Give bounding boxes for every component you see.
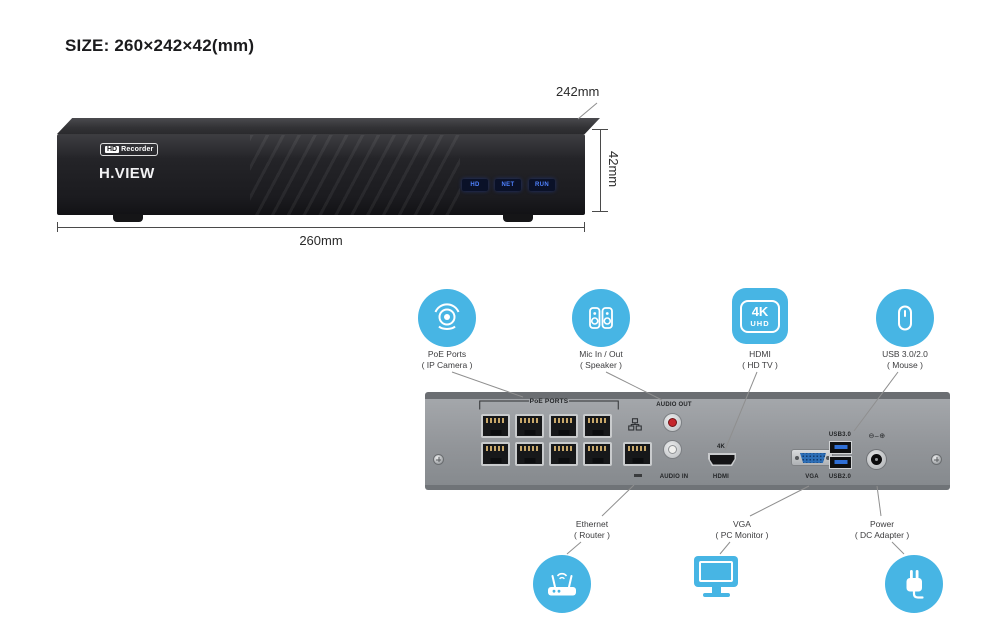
callout-usb-title: USB 3.0/2.0 — [882, 349, 928, 359]
poe-ports-bracket: PoE PORTS — [479, 398, 619, 410]
poe-port-7 — [549, 442, 578, 466]
callout-ethernet-subtitle: ( Router ) — [574, 530, 610, 540]
lan-network-icon — [628, 418, 642, 436]
poe-ports-label: PoE PORTS — [529, 398, 569, 405]
callout-vga-title: VGA — [733, 519, 751, 529]
hdmi-port — [708, 453, 736, 466]
audio-in-jack — [663, 440, 682, 459]
brushed-texture — [250, 135, 460, 215]
nvr-front-view: HD Recorder H.VIEW HD NET RUN — [55, 112, 605, 234]
4k-port-label: 4K — [716, 444, 726, 450]
poe-port-2 — [515, 414, 544, 438]
power-adapter-icon — [885, 555, 943, 613]
nvr-rear-view: PoE PORTS AUDIO OUT AUDIO IN 4K — [425, 392, 950, 490]
audio-in-label: AUDIO IN — [659, 474, 689, 480]
ground-screw-left-icon — [433, 454, 444, 465]
ethernet-port — [623, 442, 652, 466]
vga-port — [791, 449, 833, 466]
poe-port-1 — [481, 414, 510, 438]
monitor-icon — [694, 556, 738, 600]
ethernet-mark — [634, 474, 642, 477]
callout-ethernet-title: Ethernet — [575, 519, 609, 529]
device-foot-left — [113, 214, 143, 222]
audio-out-jack — [663, 413, 682, 432]
4k-uhd-frame: 4K UHD — [740, 299, 780, 333]
dim-height-line — [600, 129, 601, 212]
ground-screw-right-icon — [931, 454, 942, 465]
poe-port-3 — [549, 414, 578, 438]
callout-vga-subtitle: ( PC Monitor ) — [715, 530, 769, 540]
dc-power-jack — [866, 449, 887, 470]
4k-uhd-text-2: UHD — [750, 318, 770, 328]
badge-recorder-text: Recorder — [121, 146, 154, 153]
led-net: NET — [495, 179, 521, 191]
usb2-label: USB2.0 — [828, 474, 852, 480]
nvr-front-face: HD Recorder H.VIEW HD NET RUN — [57, 134, 585, 215]
hd-recorder-badge: HD Recorder — [100, 143, 159, 156]
router-icon — [533, 555, 591, 613]
callout-power-title: Power — [869, 519, 895, 529]
callout-audio-subtitle: ( Speaker ) — [579, 360, 623, 370]
brand-logo: H.VIEW — [99, 165, 155, 182]
poe-port-8 — [583, 442, 612, 466]
rear-panel-top-edge — [425, 392, 950, 399]
dim-width-label: 260mm — [299, 233, 343, 248]
dim-depth-label: 242mm — [556, 84, 600, 99]
callout-power-subtitle: ( DC Adapter ) — [854, 530, 910, 540]
rear-panel-bottom-edge — [425, 485, 950, 490]
poe-port-6 — [515, 442, 544, 466]
led-run: RUN — [529, 179, 555, 191]
speaker-icon — [572, 289, 630, 347]
mouse-icon — [876, 289, 934, 347]
callout-audio-title: Mic In / Out — [579, 349, 623, 359]
usb-port-1 — [829, 441, 852, 454]
dome-camera-icon — [418, 289, 476, 347]
led-hd: HD — [462, 179, 488, 191]
callout-hdmi-subtitle: ( HD TV ) — [742, 360, 778, 370]
vga-port-label: VGA — [805, 474, 819, 480]
callout-usb-subtitle: ( Mouse ) — [887, 360, 923, 370]
nvr-top-face — [57, 118, 600, 134]
dim-height-label: 42mm — [606, 151, 621, 188]
dc-polarity-icon: ⊖–⊕ — [868, 433, 886, 440]
callout-hdmi-title: HDMI — [749, 349, 771, 359]
usb-port-2 — [829, 456, 852, 469]
dim-width-line — [57, 227, 585, 228]
callout-poe-subtitle: ( IP Camera ) — [421, 360, 473, 370]
audio-out-label: AUDIO OUT — [656, 402, 692, 408]
4k-uhd-text-1: 4K — [751, 303, 769, 319]
dim-height-tick-bottom — [592, 211, 608, 212]
callout-poe-title: PoE Ports — [427, 349, 467, 359]
hdmi-port-label: HDMI — [712, 474, 730, 480]
4k-uhd-icon: 4K UHD — [732, 288, 788, 344]
device-foot-right — [503, 214, 533, 222]
poe-port-4 — [583, 414, 612, 438]
usb3-label: USB3.0 — [828, 432, 852, 438]
dim-width-tick-right — [584, 222, 585, 232]
poe-port-5 — [481, 442, 510, 466]
badge-hd-text: HD — [105, 146, 120, 153]
size-label: SIZE: 260×242×42(mm) — [65, 36, 255, 55]
